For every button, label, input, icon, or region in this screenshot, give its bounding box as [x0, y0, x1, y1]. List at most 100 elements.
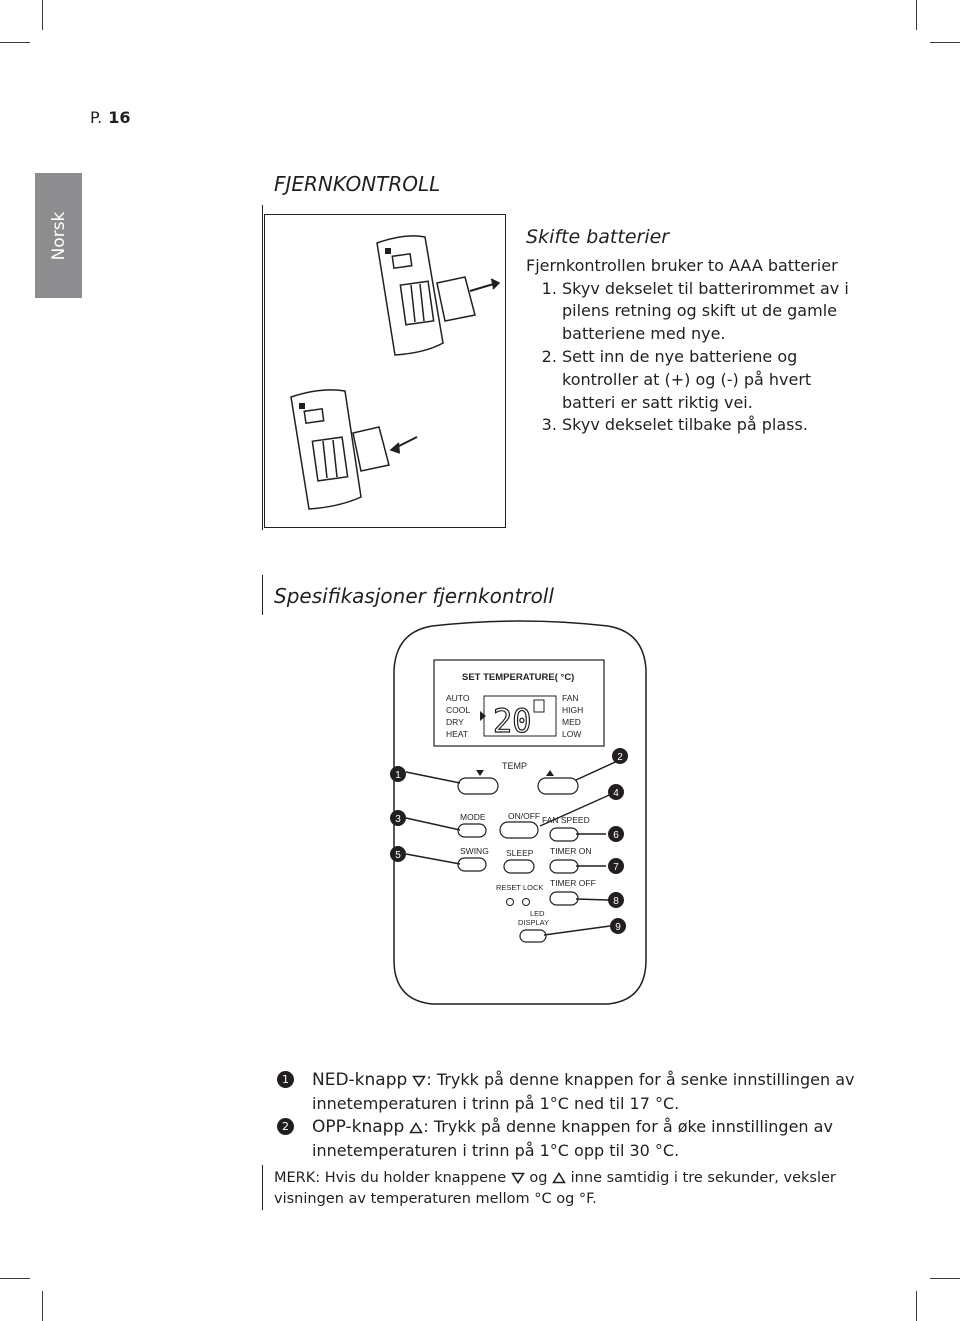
svg-text:6: 6 [613, 830, 619, 841]
fan-med: MED [562, 717, 581, 727]
fan-low: LOW [562, 729, 581, 739]
timer-on-label: TIMER ON [550, 846, 592, 856]
sleep-button[interactable] [503, 859, 535, 874]
temp-down-button[interactable] [457, 777, 499, 795]
temp-down-icon [476, 770, 484, 776]
legend-item-down: 1 NED-knapp : Trykk på denne knappen for… [274, 1068, 874, 1115]
language-tab: Norsk [35, 173, 82, 298]
section-divider [262, 575, 263, 615]
legend-description: Trykk på denne knappen for å øke innstil… [312, 1117, 833, 1160]
down-triangle-icon [510, 1172, 525, 1184]
mode-auto: AUTO [446, 693, 470, 703]
legend-item-up: 2 OPP-knapp : Trykk på denne knappen for… [274, 1115, 874, 1162]
sleep-label: SLEEP [506, 848, 534, 858]
fan-speed-button[interactable] [549, 827, 579, 842]
svg-text:2: 2 [617, 752, 623, 763]
legend-number: 1 [277, 1071, 294, 1088]
remote-diagram: SET TEMPERATURE( °C) AUTO COOL DRY HEAT … [390, 620, 647, 1005]
section-title: FJERNKONTROLL [274, 172, 441, 196]
svg-text:1: 1 [395, 770, 401, 781]
page-number-value: 16 [108, 108, 131, 127]
svg-text:4: 4 [613, 788, 619, 799]
fan-high: HIGH [562, 705, 583, 715]
led-label: LED [530, 909, 545, 918]
crop-mark [916, 0, 917, 30]
battery-heading: Skifte batterier [526, 226, 670, 248]
display-header: SET TEMPERATURE( °C) [462, 672, 574, 683]
up-triangle-icon [552, 1172, 566, 1184]
svg-text:8: 8 [613, 896, 619, 907]
spec-title: Spesifikasjoner fjernkontroll [274, 584, 554, 608]
callout-5: 5 [390, 846, 406, 862]
legend-button-name: NED-knapp [312, 1070, 408, 1090]
callout-8: 8 [608, 892, 624, 908]
callout-1: 1 [390, 766, 406, 782]
temp-up-button[interactable] [537, 777, 579, 795]
section-divider [262, 205, 263, 530]
battery-steps: Skyv dekselet til batterirommet av i pil… [526, 278, 856, 438]
callout-9: 9 [610, 918, 626, 934]
button-legend: 1 NED-knapp : Trykk på denne knappen for… [274, 1068, 874, 1210]
mode-pointer-icon [480, 711, 486, 721]
down-triangle-icon [412, 1075, 427, 1087]
legend-button-name: OPP-knapp [312, 1117, 405, 1137]
remote-display [433, 659, 605, 747]
display-label: DISPLAY [518, 918, 549, 927]
crop-mark [930, 1278, 960, 1279]
page-prefix: P. [90, 108, 103, 127]
note-suffix: inne samtidig i tre sekunder, veksler vi… [274, 1170, 836, 1207]
battery-instructions: Skifte batterier Fjernkontrollen bruker … [526, 226, 856, 437]
swing-button[interactable] [457, 857, 487, 872]
lcd-temperature: 20 [493, 702, 532, 740]
legend-description: Trykk på denne knappen for å senke innst… [312, 1070, 855, 1113]
battery-step: Skyv dekselet tilbake på plass. [562, 414, 856, 437]
mode-button-label: MODE [460, 812, 486, 822]
legend-number: 2 [277, 1118, 294, 1135]
battery-step: Sett inn de nye batteriene og kontroller… [562, 346, 856, 414]
section-divider [262, 1165, 263, 1210]
temp-up-icon [546, 770, 554, 776]
fan-speed-label: FAN SPEED [542, 815, 590, 825]
mode-heat: HEAT [446, 729, 468, 739]
note-prefix: MERK: Hvis du holder knappene [274, 1170, 507, 1186]
note: MERK: Hvis du holder knappene og inne sa… [274, 1168, 874, 1210]
temp-label: TEMP [502, 761, 527, 771]
mode-cool: COOL [446, 705, 470, 715]
battery-illustration [264, 214, 506, 528]
battery-intro: Fjernkontrollen bruker to AAA batterier [526, 255, 838, 275]
svg-text:9: 9 [615, 922, 621, 933]
callout-6: 6 [608, 826, 624, 842]
callout-7: 7 [608, 858, 624, 874]
crop-mark [930, 42, 960, 43]
crop-mark [0, 42, 30, 43]
fan-icon [533, 699, 545, 713]
reset-lock-label: RESET LOCK [496, 883, 543, 892]
svg-text:3: 3 [395, 814, 401, 825]
page-number: P. 16 [90, 108, 131, 127]
callout-4: 4 [608, 784, 624, 800]
crop-mark [916, 1291, 917, 1321]
crop-mark [0, 1278, 30, 1279]
crop-mark [42, 0, 43, 30]
up-triangle-icon [409, 1121, 424, 1134]
mode-button[interactable] [457, 823, 487, 838]
remote-body [393, 620, 647, 1005]
battery-drawing [290, 235, 501, 510]
callout-3: 3 [390, 810, 406, 826]
timer-off-button[interactable] [549, 891, 579, 906]
svg-text:5: 5 [395, 850, 401, 861]
note-and: og [529, 1170, 548, 1186]
crop-mark [42, 1291, 43, 1321]
svg-text:7: 7 [613, 862, 619, 873]
lock-button[interactable] [522, 898, 530, 906]
led-display-button[interactable] [519, 929, 547, 943]
fan-label: FAN [562, 693, 579, 703]
language-tab-label: Norsk [48, 211, 69, 260]
battery-step: Skyv dekselet til batterirommet av i pil… [562, 278, 856, 346]
timer-off-label: TIMER OFF [550, 878, 596, 888]
reset-button[interactable] [506, 898, 514, 906]
swing-label: SWING [460, 846, 489, 856]
on-off-button[interactable] [499, 821, 539, 839]
mode-dry: DRY [446, 717, 464, 727]
timer-on-button[interactable] [549, 859, 579, 874]
